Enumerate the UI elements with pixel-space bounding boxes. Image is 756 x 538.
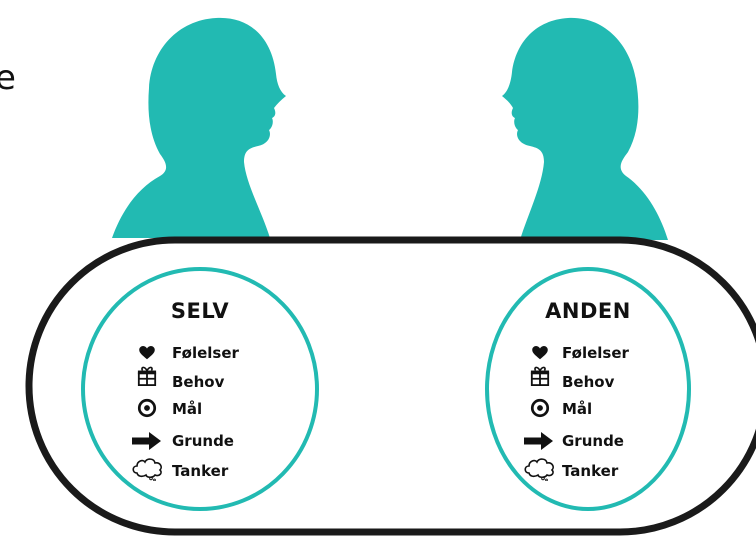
list-item: Mål <box>530 398 592 418</box>
panel-anden-circle <box>485 267 691 511</box>
list-item: Tanker <box>132 458 229 481</box>
item-label: Følelser <box>562 344 630 362</box>
list-item: Tanker <box>524 458 619 481</box>
item-label: Behov <box>562 373 615 391</box>
item-label: Tanker <box>172 462 229 480</box>
item-label: Grunde <box>172 432 234 450</box>
list-item: Følelser <box>139 344 240 362</box>
list-item: Grunde <box>132 432 234 450</box>
panel-selv: SELV Følelser Behov Mål Grunde Tanker <box>81 267 319 511</box>
item-label: Følelser <box>172 344 240 362</box>
person-left-silhouette <box>112 17 286 238</box>
panel-selv-title: SELV <box>171 299 229 323</box>
item-label: Tanker <box>562 462 619 480</box>
list-item: Behov <box>137 366 225 391</box>
edge-fragment-text: e <box>0 58 16 98</box>
panel-selv-circle <box>81 267 319 511</box>
list-item: Grunde <box>524 432 624 450</box>
panel-anden: ANDEN Følelser Behov Mål Grunde Tanker <box>485 267 691 511</box>
list-item: Følelser <box>532 344 630 362</box>
person-right-silhouette <box>502 17 668 241</box>
item-label: Behov <box>172 373 225 391</box>
item-label: Mål <box>172 400 202 418</box>
list-item: Behov <box>530 366 615 391</box>
shared-space-enclosure <box>25 236 756 536</box>
item-label: Grunde <box>562 432 624 450</box>
item-label: Mål <box>562 400 592 418</box>
list-item: Mål <box>137 398 202 418</box>
panel-anden-title: ANDEN <box>545 299 631 323</box>
